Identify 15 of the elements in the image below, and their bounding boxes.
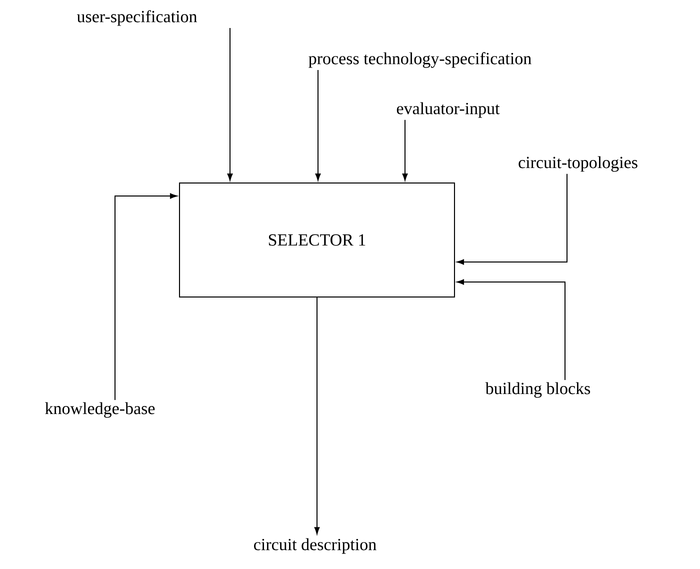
input-label: building blocks xyxy=(485,382,590,398)
arrow xyxy=(402,119,408,181)
input-label: process technology-specification xyxy=(308,52,532,68)
input-label: circuit description xyxy=(254,538,376,554)
arrow xyxy=(456,279,566,381)
arrow xyxy=(314,297,320,534)
input-label: knowledge-base xyxy=(45,402,155,418)
arrow xyxy=(227,28,233,181)
arrow xyxy=(315,70,321,181)
input-label: evaluator-input xyxy=(396,102,500,118)
input-label: circuit-topologies xyxy=(518,156,638,172)
process-box: SELECTOR 1 xyxy=(179,182,455,298)
arrow xyxy=(114,193,178,401)
arrow xyxy=(456,173,568,265)
input-label: user-specification xyxy=(76,10,198,26)
